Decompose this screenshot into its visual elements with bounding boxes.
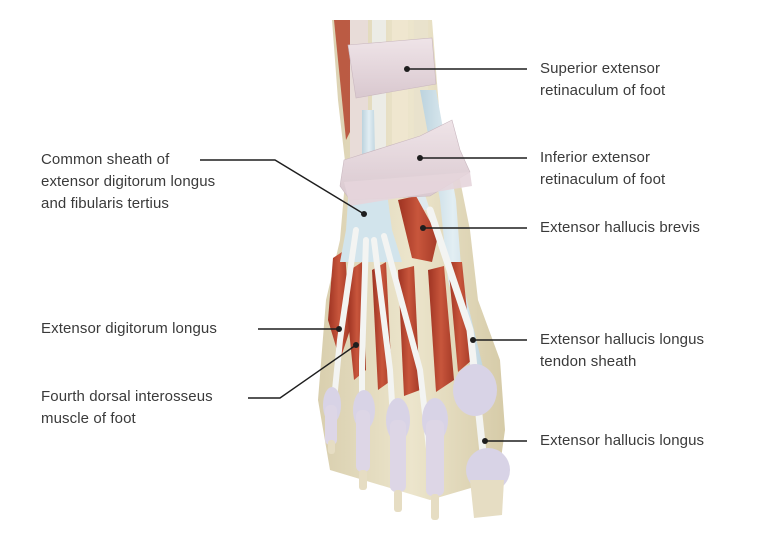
label-common-sheath: Common sheath of extensor digitorum long…: [41, 151, 216, 212]
label-inferior-extensor-retinaculum: Inferior extensor retinaculum of foot: [540, 149, 666, 188]
label-extensor-hallucis-brevis: Extensor hallucis brevis: [540, 219, 700, 236]
label-extensor-hallucis-longus-tendon-sheath: Extensor hallucis longus tendon sheath: [540, 331, 705, 370]
label-extensor-hallucis-longus: Extensor hallucis longus: [540, 432, 705, 449]
leader-common-sheath: [200, 159, 365, 215]
leader-lines: [200, 68, 527, 442]
leader-fourth-dorsal-interosseus: [248, 344, 357, 399]
label-superior-extensor-retinaculum: Superior extensor retinaculum of foot: [540, 60, 666, 99]
pointer-dots: [336, 66, 488, 444]
ehb-muscle: [398, 196, 438, 262]
label-extensor-digitorum-longus: Extensor digitorum longus: [41, 320, 217, 337]
label-fourth-dorsal-interosseus: Fourth dorsal interosseus muscle of foot: [41, 388, 213, 427]
superior-retinaculum: [347, 37, 437, 99]
toes: [323, 364, 510, 520]
